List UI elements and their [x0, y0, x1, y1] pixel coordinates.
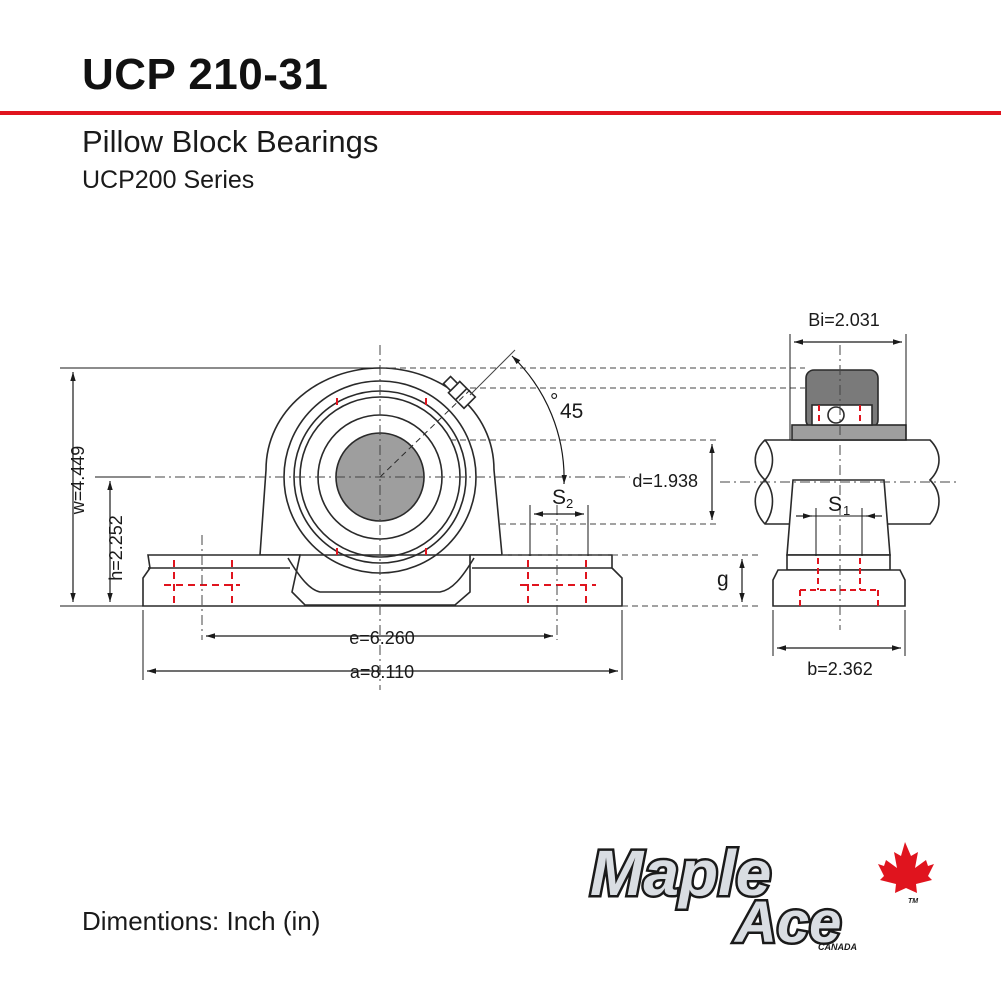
maple-leaf-icon: [878, 842, 934, 893]
bi-label: Bi=2.031: [808, 310, 880, 330]
s2-subscript: 2: [566, 496, 573, 511]
side-view: [754, 369, 940, 607]
dimension-lines-side: [709, 334, 907, 656]
logo-country: CANADA: [818, 942, 857, 952]
page-title: UCP 210-31: [82, 50, 329, 99]
title-divider: [0, 111, 1001, 115]
product-category: Pillow Block Bearings: [82, 124, 379, 159]
b-label: b=2.362: [807, 659, 873, 679]
units-note: Dimentions: Inch (in): [82, 906, 321, 936]
extension-lines: [380, 349, 805, 607]
e-label: e=6.260: [349, 628, 415, 648]
d-label: d=1.938: [632, 471, 698, 491]
dimension-labels-side: Bi=2.031 d=1.938 S 1 g b=2.362: [632, 310, 879, 679]
center-lines-side: [720, 345, 960, 630]
logo-line2: Ace: [733, 890, 841, 955]
logo-trademark: TM: [908, 898, 918, 905]
s1-label: S: [828, 493, 842, 516]
s2-label: S: [552, 486, 566, 509]
a-label: a=8.110: [350, 662, 414, 682]
dimension-labels-front: w=4.449 h=2.252 e=6.260 a=8.110 ° 45 S 2: [68, 390, 583, 682]
h-label: h=2.252: [106, 515, 126, 581]
side-pedestal: [786, 479, 891, 556]
angle-label: 45: [560, 400, 583, 423]
brand-logo: Maple Ace CANADA TM: [588, 835, 934, 958]
ball: [827, 406, 845, 424]
dimension-lines-front: [60, 355, 623, 680]
w-label: w=4.449: [68, 446, 88, 516]
angle-degree: °: [550, 390, 558, 413]
logo-line1: Maple: [590, 837, 771, 909]
s1-subscript: 1: [843, 503, 850, 518]
g-label: g: [717, 568, 729, 591]
grease-fitting: [442, 375, 477, 410]
hidden-lines-side: [799, 405, 879, 606]
product-series: UCP200 Series: [82, 166, 255, 194]
side-base: [772, 569, 906, 607]
